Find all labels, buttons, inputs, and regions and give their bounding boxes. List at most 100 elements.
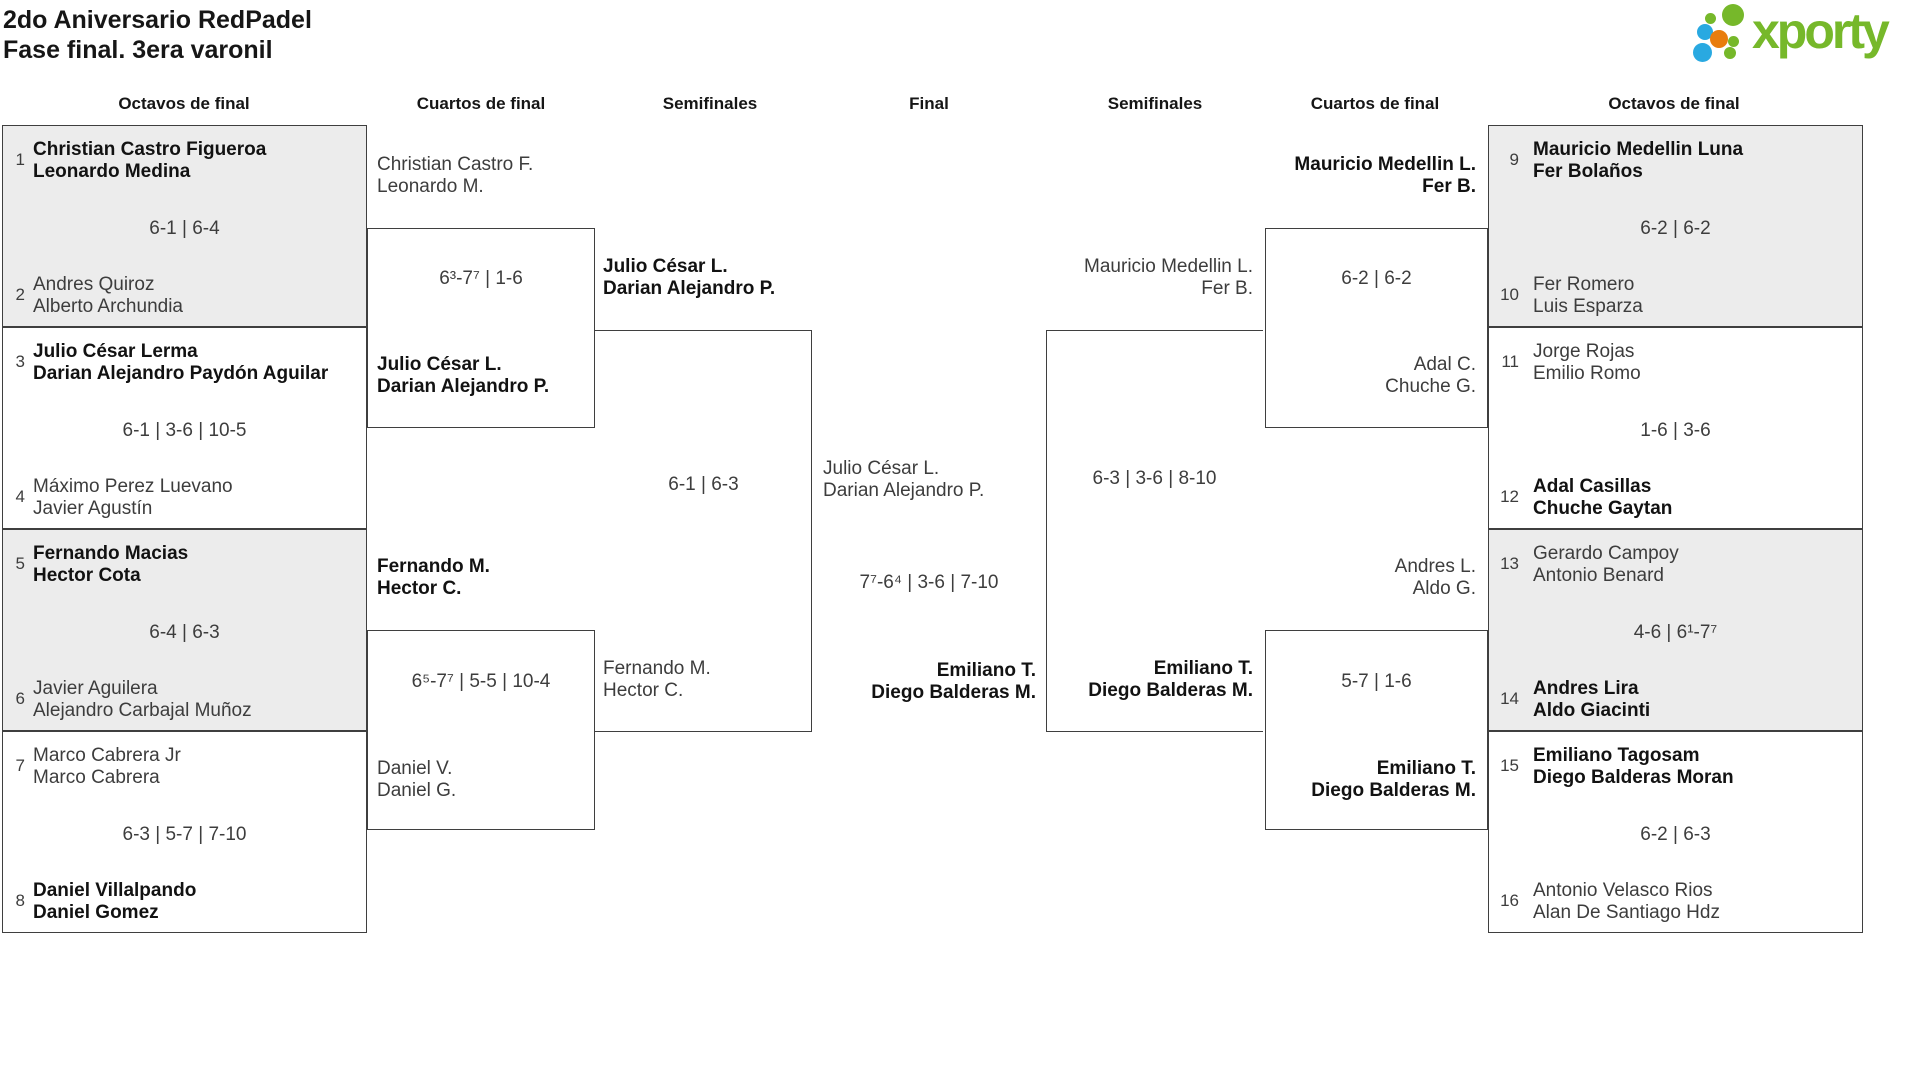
team-entry: Daniel V. Daniel G.: [377, 758, 456, 802]
player-name: Marco Cabrera: [33, 767, 160, 788]
player-name: Fernando Macias: [33, 543, 189, 564]
player-name: Fer Romero: [1533, 274, 1635, 295]
player-name: Christian Castro Figueroa: [33, 139, 267, 160]
team-entry: Marco Cabrera Jr Marco Cabrera: [33, 745, 366, 789]
player-name: Aldo G.: [1412, 578, 1476, 599]
seed-number: 5: [15, 554, 25, 573]
match-box-r16-1: 1 Christian Castro Figueroa Leonardo Med…: [2, 125, 367, 327]
player-name: Christian Castro F.: [377, 154, 534, 175]
team-entry: Emiliano T. Diego Balderas M.: [1046, 658, 1253, 702]
player-name: Alberto Archundia: [33, 296, 183, 317]
team-entry: Julio César L. Darian Alejandro P.: [823, 458, 984, 502]
round-header-final: Final: [909, 94, 949, 113]
match-score: 5-7 | 1-6: [1341, 671, 1412, 692]
player-name: Mauricio Medellin L.: [1084, 256, 1253, 277]
player-name: Mauricio Medellin Luna: [1533, 139, 1744, 160]
match-score: 1-6 | 3-6: [1640, 420, 1711, 441]
team-entry: Julio César L. Darian Alejandro P.: [377, 354, 549, 398]
round-header-cuartos-left: Cuartos de final: [416, 94, 546, 113]
player-name: Fer B.: [1201, 278, 1253, 299]
player-name: Darian Alejandro Paydón Aguilar: [33, 363, 329, 384]
player-name: Máximo Perez Luevano: [33, 476, 233, 497]
player-name: Hector C.: [377, 578, 462, 599]
player-name: Daniel Gomez: [33, 902, 159, 923]
player-name: Emilio Romo: [1533, 363, 1641, 384]
round-header-cuartos-right: Cuartos de final: [1310, 94, 1440, 113]
page-title: 2do Aniversario RedPadel Fase final. 3er…: [3, 5, 312, 65]
team-entry: Andres Lira Aldo Giacinti: [1533, 678, 1862, 722]
team-entry: Andres Quiroz Alberto Archundia: [33, 274, 366, 318]
match-box-r16-7: 13 Gerardo Campoy Antonio Benard 4-6 | 6…: [1488, 529, 1863, 731]
seed-number: 10: [1500, 285, 1519, 304]
seed-number: 11: [1501, 352, 1519, 371]
player-name: Emiliano Tagosam: [1533, 745, 1700, 766]
round-header-octavos-right: Octavos de final: [1608, 94, 1740, 113]
player-name: Emiliano T.: [1153, 658, 1253, 679]
team-entry: Christian Castro F. Leonardo M.: [377, 154, 533, 198]
team-entry: Adal Casillas Chuche Gaytan: [1533, 476, 1862, 520]
player-name: Daniel Villalpando: [33, 880, 197, 901]
player-name: Fer B.: [1422, 176, 1476, 197]
player-name: Fernando M.: [377, 556, 490, 577]
match-box-r16-8: 15 Emiliano Tagosam Diego Balderas Moran…: [1488, 731, 1863, 933]
team-entry: Christian Castro Figueroa Leonardo Medin…: [33, 139, 366, 183]
player-name: Chuche G.: [1385, 376, 1476, 397]
player-name: Adal C.: [1413, 354, 1476, 375]
player-name: Chuche Gaytan: [1533, 498, 1673, 519]
player-name: Daniel G.: [377, 780, 457, 801]
match-score: 6³-7⁷ | 1-6: [439, 268, 523, 289]
match-score: 6-2 | 6-2: [1341, 268, 1412, 289]
match-score: 6-2 | 6-2: [1640, 218, 1711, 239]
team-entry: Jorge Rojas Emilio Romo: [1533, 341, 1862, 385]
seed-number: 12: [1500, 487, 1519, 506]
seed-number: 8: [15, 891, 25, 910]
seed-number: 7: [15, 756, 25, 775]
seed-number: 4: [15, 487, 25, 506]
player-name: Alejandro Carbajal Muñoz: [33, 700, 252, 721]
player-name: Javier Agustín: [33, 498, 153, 519]
player-name: Daniel V.: [377, 758, 453, 779]
team-entry: Emiliano T. Diego Balderas M.: [1260, 758, 1476, 802]
team-entry: Máximo Perez Luevano Javier Agustín: [33, 476, 366, 520]
match-box-r16-4: 7 Marco Cabrera Jr Marco Cabrera 6-3 | 5…: [2, 731, 367, 933]
seed-number: 1: [15, 150, 25, 169]
match-score: 6-1 | 6-4: [149, 218, 220, 239]
player-name: Andres L.: [1394, 556, 1476, 577]
player-name: Hector C.: [603, 680, 684, 701]
player-name: Diego Balderas M.: [871, 682, 1036, 703]
logo-dot: [1697, 24, 1713, 40]
player-name: Diego Balderas M.: [1311, 780, 1476, 801]
seed-number: 3: [15, 352, 25, 371]
logo-dot: [1710, 30, 1728, 48]
logo-dot: [1724, 47, 1736, 59]
match-box-qf-right-2: [1265, 630, 1488, 830]
team-entry: Gerardo Campoy Antonio Benard: [1533, 543, 1862, 587]
player-name: Emiliano T.: [1376, 758, 1476, 779]
player-name: Jorge Rojas: [1533, 341, 1635, 362]
player-name: Darian Alejandro P.: [823, 480, 985, 501]
logo-dot: [1705, 13, 1716, 24]
player-name: Darian Alejandro P.: [377, 376, 550, 397]
player-name: Hector Cota: [33, 565, 141, 586]
logo-dot: [1728, 36, 1739, 47]
team-entry: Daniel Villalpando Daniel Gomez: [33, 880, 366, 924]
player-name: Julio César Lerma: [33, 341, 198, 362]
player-name: Antonio Benard: [1533, 565, 1664, 586]
player-name: Fer Bolaños: [1533, 161, 1643, 182]
player-name: Mauricio Medellin L.: [1294, 154, 1476, 175]
player-name: Fernando M.: [603, 658, 711, 679]
team-entry: Julio César L. Darian Alejandro P.: [603, 256, 775, 300]
player-name: Julio César L.: [603, 256, 728, 277]
match-score: 6-3 | 5-7 | 7-10: [122, 824, 247, 845]
match-score: 6-2 | 6-3: [1640, 824, 1711, 845]
team-entry: Fernando M. Hector C.: [603, 658, 711, 702]
logo-dot: [1693, 43, 1712, 62]
match-box-r16-6: 11 Jorge Rojas Emilio Romo 1-6 | 3-6 12 …: [1488, 327, 1863, 529]
seed-number: 2: [15, 285, 25, 304]
team-entry: Emiliano T. Diego Balderas M.: [820, 660, 1036, 704]
player-name: Gerardo Campoy: [1533, 543, 1679, 564]
player-name: Julio César L.: [823, 458, 940, 479]
round-header-octavos-left: Octavos de final: [118, 94, 250, 113]
player-name: Emiliano T.: [936, 660, 1036, 681]
